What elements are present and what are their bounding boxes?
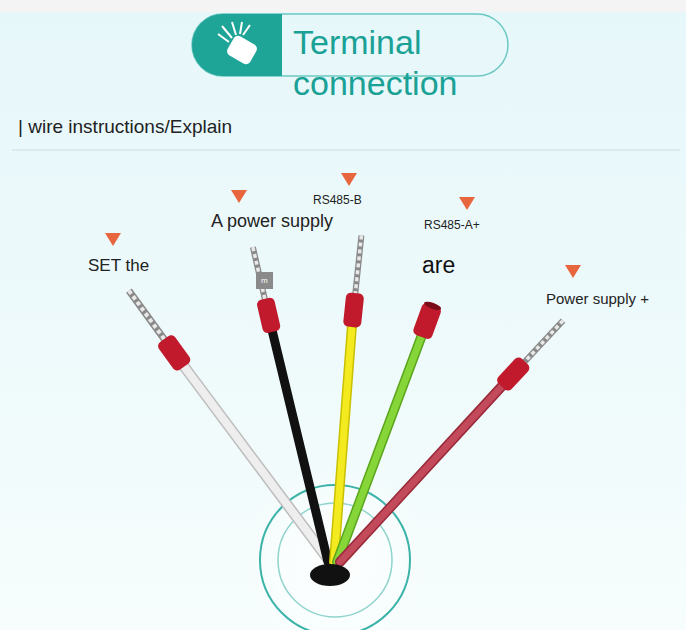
title-icon-ground: [192, 14, 282, 76]
ferrule-yellow: [343, 235, 371, 328]
wire-label: are: [422, 252, 455, 278]
wire-label: Power supply +: [546, 290, 649, 307]
wire-tag: m: [256, 272, 273, 289]
ferrule-black: [244, 245, 281, 334]
divider: [12, 150, 680, 151]
cable-sheath: [310, 564, 350, 586]
title: Terminal connection: [293, 22, 493, 105]
cable-icon: [218, 22, 257, 65]
wires: [183, 325, 503, 562]
markers: [105, 173, 581, 278]
wire-label: A power supply: [211, 211, 333, 232]
top-bar: [0, 0, 686, 12]
signal-label: RS485-B: [313, 194, 362, 208]
ferrule-green: [412, 300, 443, 341]
section-heading: | wire instructions/Explain: [18, 116, 232, 138]
ferrule-red: [495, 315, 570, 393]
wire-label: SET the: [88, 256, 149, 276]
ferrule-white: [121, 285, 192, 373]
signal-label: RS485-A+: [424, 219, 480, 233]
